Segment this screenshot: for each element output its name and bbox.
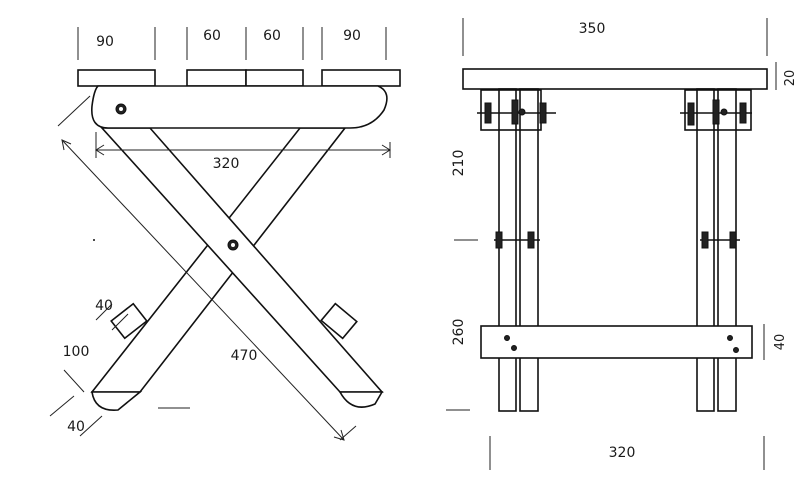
overall-width-label: 350 bbox=[579, 21, 606, 37]
seat-length-label: 320 bbox=[213, 156, 240, 172]
front-view: 350 20 bbox=[446, 18, 798, 470]
top-width-label-3: 60 bbox=[263, 28, 281, 44]
seat-rail bbox=[91, 85, 388, 129]
upper-hardware bbox=[477, 89, 752, 131]
front-legs bbox=[498, 88, 737, 412]
foot-block-right bbox=[320, 302, 358, 340]
foot-block-left bbox=[110, 302, 148, 340]
front-top-board bbox=[462, 68, 768, 90]
top-width-label-2: 60 bbox=[203, 28, 221, 44]
crossbar-height-label: 40 bbox=[773, 334, 788, 351]
seat-slats bbox=[77, 69, 401, 87]
front-crossbar bbox=[480, 325, 753, 359]
foot-height-label: 100 bbox=[63, 344, 90, 360]
top-width-label-4: 90 bbox=[343, 28, 361, 44]
side-view: 90 60 60 90 32 bbox=[49, 27, 401, 441]
foot-width-label: 40 bbox=[95, 298, 113, 314]
lower-height-label: 260 bbox=[451, 319, 467, 346]
foot-bottom-label: 40 bbox=[67, 419, 85, 435]
leg-length-label: 470 bbox=[231, 348, 258, 364]
top-width-label-1: 90 bbox=[96, 34, 114, 50]
top-slat-dimension-ticks bbox=[77, 27, 387, 60]
pivot-hardware bbox=[494, 231, 740, 249]
bottom-width-label: 320 bbox=[609, 445, 636, 461]
upper-height-label: 210 bbox=[451, 150, 467, 177]
top-thickness-label: 20 bbox=[783, 70, 798, 87]
